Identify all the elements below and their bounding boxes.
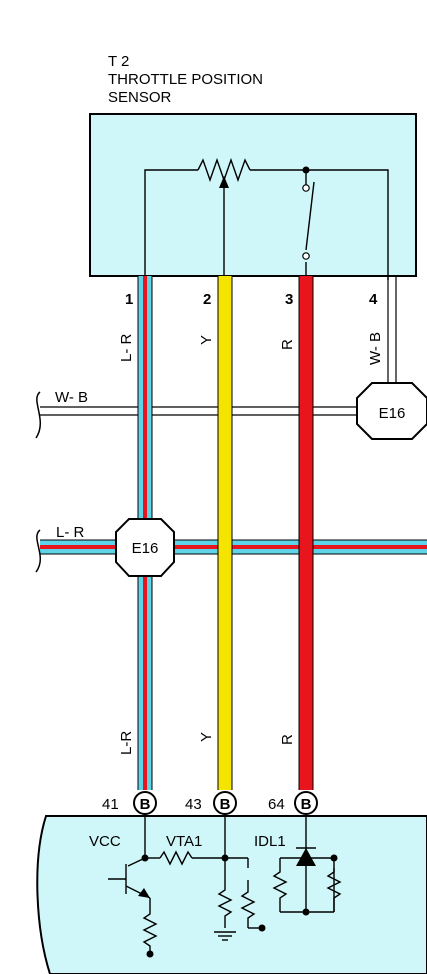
vta1-side-resistor [240,880,256,928]
splice-e16-wb [356,382,427,440]
pin-number-4: 4 [369,291,378,308]
lr-bus-label: L- R [56,524,85,541]
vta1-pulldown-resistor [217,858,233,928]
lr-bus-line [40,539,427,555]
sensor-box [89,113,417,277]
wb-bus-label: W- B [55,389,88,406]
splice-e16-lr-label: E16 [132,540,159,557]
ecu-pin-64: 64 [268,796,285,813]
sensor-internal-circuit [144,157,389,280]
switch-contact-top [302,184,310,192]
wire-label-pin-1-upper: L- R [118,333,135,362]
wire-pin-3 [298,276,314,790]
splice-e16-wb-label: E16 [379,405,406,422]
ecu-pin-41: 41 [102,796,119,813]
junction-dot-idl1-bottom [302,908,310,916]
ecu-label-vcc: VCC [89,833,121,850]
ecu-terminal-64-connector: B [301,796,312,813]
lr-bus-break [35,529,42,573]
vta1-resistor [159,850,193,866]
wire-pin-4 [387,276,397,385]
wire-label-pin-3-lower: R [279,734,296,745]
transistor-emitter-arrow [138,888,150,898]
switch-contact-bottom [302,252,310,260]
pin-number-3: 3 [285,291,293,308]
ecu-body [36,815,427,974]
pin-number-1: 1 [125,291,133,308]
switch-junction-dot [302,166,310,174]
wire-label-pin-2-lower: Y [198,732,215,742]
wire-label-pin-4: W- B [367,332,384,365]
wire-label-pin-2-upper: Y [198,335,215,345]
pin-number-2: 2 [203,291,211,308]
junction-dot-vta1-right [258,924,266,932]
wire-label-pin-1-lower: L-R [118,731,135,755]
ecu-label-vta1: VTA1 [166,833,202,850]
ecu-terminal-43-connector: B [220,796,231,813]
idl1-diode [296,848,316,866]
junction-dot-vcc-bottom [146,950,154,958]
wiper-arrow [219,176,229,188]
ecu-pin-43: 43 [185,796,202,813]
idl1-resistor-right [326,868,342,912]
wire-label-pin-3-upper: R [279,339,296,350]
junction-dot-vcc [141,854,149,862]
ecu-label-idl1: IDL1 [254,833,286,850]
vcc-emitter-resistor [142,898,158,954]
component-name-line1: THROTTLE POSITION [108,71,263,88]
splice-e16-lr [115,518,175,577]
idl1-resistor-left [272,858,288,912]
junction-dot-idl1 [330,854,338,862]
wire-pin-2 [217,276,233,790]
junction-dot-vta1 [221,854,229,862]
idle-switch-blade [305,181,315,251]
wb-bus-break [35,391,42,439]
component-id: T 2 [108,53,129,70]
component-name-line2: SENSOR [108,89,172,106]
ecu-terminal-41-connector: B [140,796,151,813]
